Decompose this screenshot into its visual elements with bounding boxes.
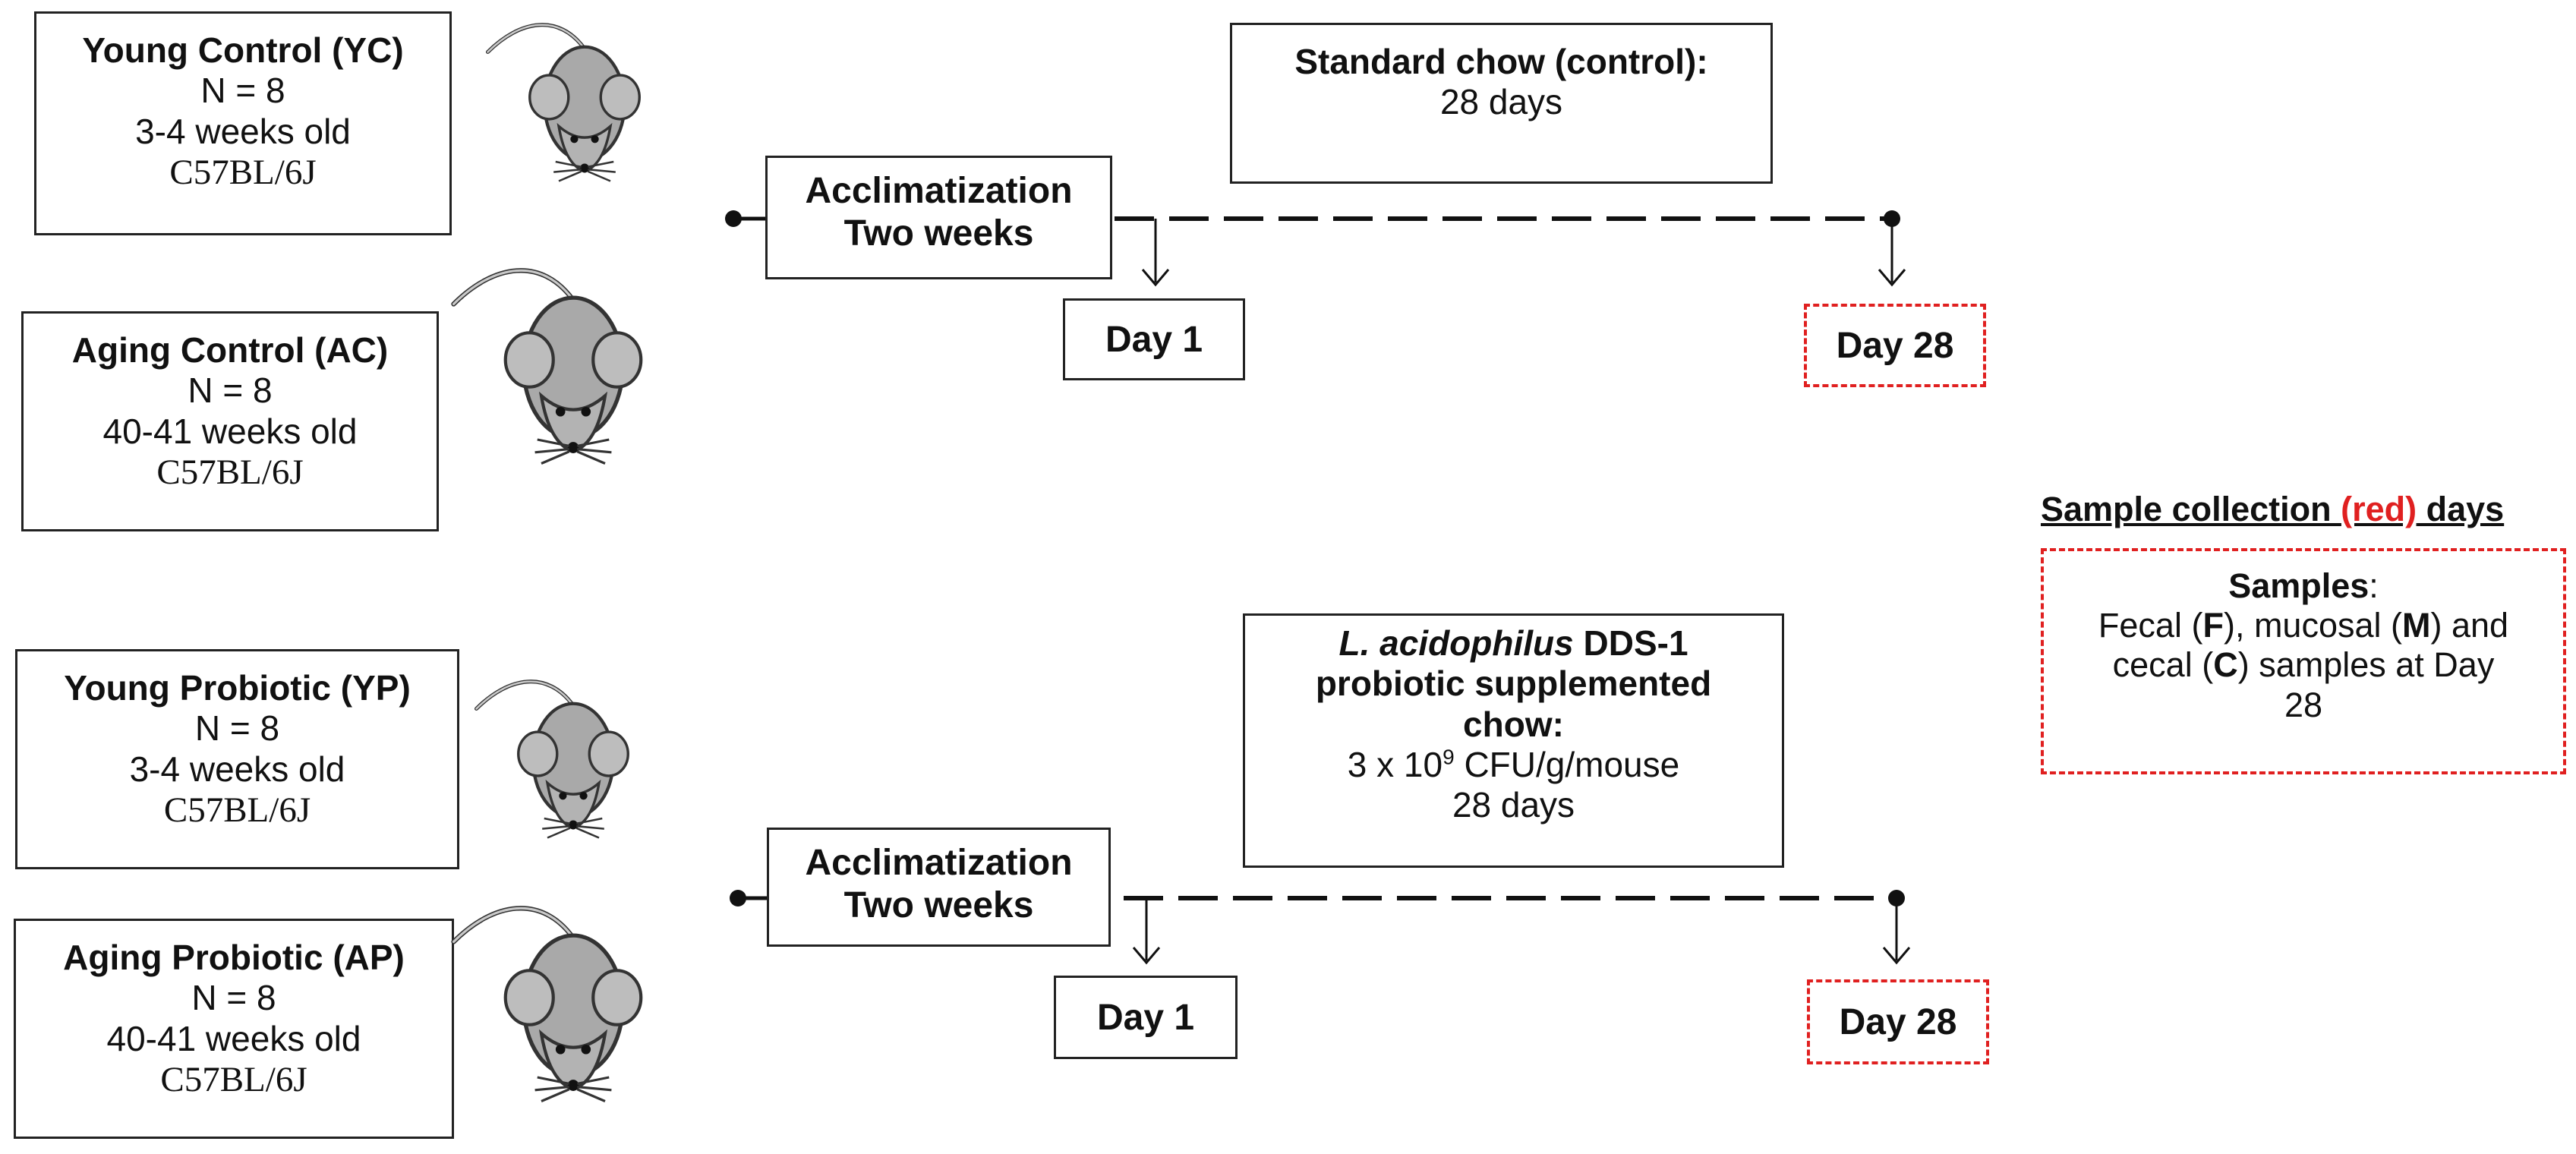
group-age: 3-4 weeks old	[135, 111, 351, 151]
group-strain: C57BL/6J	[160, 1060, 307, 1100]
samples-line-2: Fecal (F), mucosal (M) and	[2044, 606, 2563, 645]
text-and: ) and	[2430, 606, 2509, 645]
group-box-young-control: Young Control (YC) N = 8 3-4 weeks old C…	[34, 11, 452, 235]
dose-exponent: 9	[1442, 745, 1455, 769]
group-title: Young Control (YC)	[82, 30, 404, 70]
text-samples-at-day: ) samples at Day	[2237, 645, 2495, 685]
sample-title-red: (red)	[2341, 490, 2417, 528]
diet-species: L. acidophilus	[1338, 623, 1574, 663]
day-end-label: Day 28	[1839, 1001, 1957, 1042]
sample-collection-title: Sample collection (red) days	[2041, 490, 2504, 529]
text-mucosal: ), mucosal (	[2223, 606, 2402, 645]
diet-title-line3: chow:	[1463, 704, 1564, 744]
acclimatization-label: Acclimatization	[805, 843, 1073, 883]
group-strain: C57BL/6J	[169, 153, 317, 193]
day-start-box-control: Day 1	[1063, 298, 1245, 380]
group-n: N = 8	[194, 708, 280, 749]
group-box-young-probiotic: Young Probiotic (YP) N = 8 3-4 weeks old…	[15, 649, 459, 869]
samples-box: Samples: Fecal (F), mucosal (M) and ceca…	[2041, 548, 2566, 774]
mouse-icon-aging-probiotic	[454, 908, 642, 1101]
day-end-box-control: Day 28	[1804, 304, 1986, 387]
samples-label: Samples	[2228, 566, 2369, 605]
group-title: Young Probiotic (YP)	[64, 668, 411, 708]
sample-title-pre: Sample collection	[2041, 490, 2341, 528]
day-start-label: Day 1	[1096, 997, 1195, 1038]
acclimatization-duration: Two weeks	[843, 884, 1034, 925]
samples-line-3: cecal (C) samples at Day	[2044, 645, 2563, 685]
group-n: N = 8	[188, 370, 273, 411]
diet-box-control: Standard chow (control): 28 days	[1230, 23, 1773, 184]
dose-suffix: CFU/g/mouse	[1454, 745, 1680, 785]
code-f: F	[2202, 606, 2224, 645]
mouse-icon-young-probiotic	[477, 682, 629, 838]
diet-strain: DDS-1	[1573, 623, 1688, 663]
diet-duration: 28 days	[1452, 785, 1575, 825]
timeline-probiotic	[730, 890, 1911, 965]
group-n: N = 8	[200, 71, 285, 111]
acclimatization-box-control: Acclimatization Two weeks	[765, 156, 1112, 279]
diet-title: Standard chow (control):	[1294, 42, 1708, 81]
group-age: 40-41 weeks old	[102, 411, 358, 451]
group-title: Aging Probiotic (AP)	[63, 938, 405, 977]
diet-box-probiotic: L. acidophilus DDS-1 probiotic supplemen…	[1243, 613, 1784, 868]
timeline-control	[725, 210, 1906, 287]
mouse-icon-young-control	[488, 25, 640, 181]
samples-heading: Samples:	[2044, 566, 2563, 606]
mouse-icon-aging-control	[454, 270, 642, 463]
day-start-box-probiotic: Day 1	[1054, 976, 1238, 1059]
diet-title-line1: L. acidophilus DDS-1	[1245, 623, 1782, 664]
day-start-label: Day 1	[1105, 319, 1203, 360]
text-fecal: Fecal (	[2098, 606, 2203, 645]
diet-duration: 28 days	[1439, 82, 1563, 122]
group-strain: C57BL/6J	[163, 790, 311, 831]
group-age: 40-41 weeks old	[106, 1018, 361, 1058]
group-age: 3-4 weeks old	[129, 749, 345, 789]
group-title: Aging Control (AC)	[71, 330, 389, 370]
code-c: C	[2213, 645, 2238, 685]
samples-colon: :	[2369, 566, 2379, 605]
diet-title-line2: probiotic supplemented	[1315, 664, 1712, 704]
acclimatization-duration: Two weeks	[843, 213, 1034, 254]
dose-prefix: 3 x 10	[1347, 745, 1443, 785]
code-m: M	[2402, 606, 2431, 645]
text-cecal: cecal (	[2112, 645, 2214, 685]
diet-dose: 3 x 109 CFU/g/mouse	[1245, 745, 1782, 785]
day-end-box-probiotic: Day 28	[1807, 979, 1989, 1064]
day-end-label: Day 28	[1836, 325, 1954, 366]
sample-title-post: days	[2417, 490, 2505, 528]
acclimatization-label: Acclimatization	[805, 171, 1073, 211]
group-strain: C57BL/6J	[156, 452, 304, 493]
acclimatization-box-probiotic: Acclimatization Two weeks	[767, 828, 1111, 947]
group-box-aging-control: Aging Control (AC) N = 8 40-41 weeks old…	[21, 311, 439, 531]
samples-line-4: 28	[2284, 685, 2323, 724]
group-n: N = 8	[191, 978, 276, 1018]
group-box-aging-probiotic: Aging Probiotic (AP) N = 8 40-41 weeks o…	[14, 919, 454, 1139]
